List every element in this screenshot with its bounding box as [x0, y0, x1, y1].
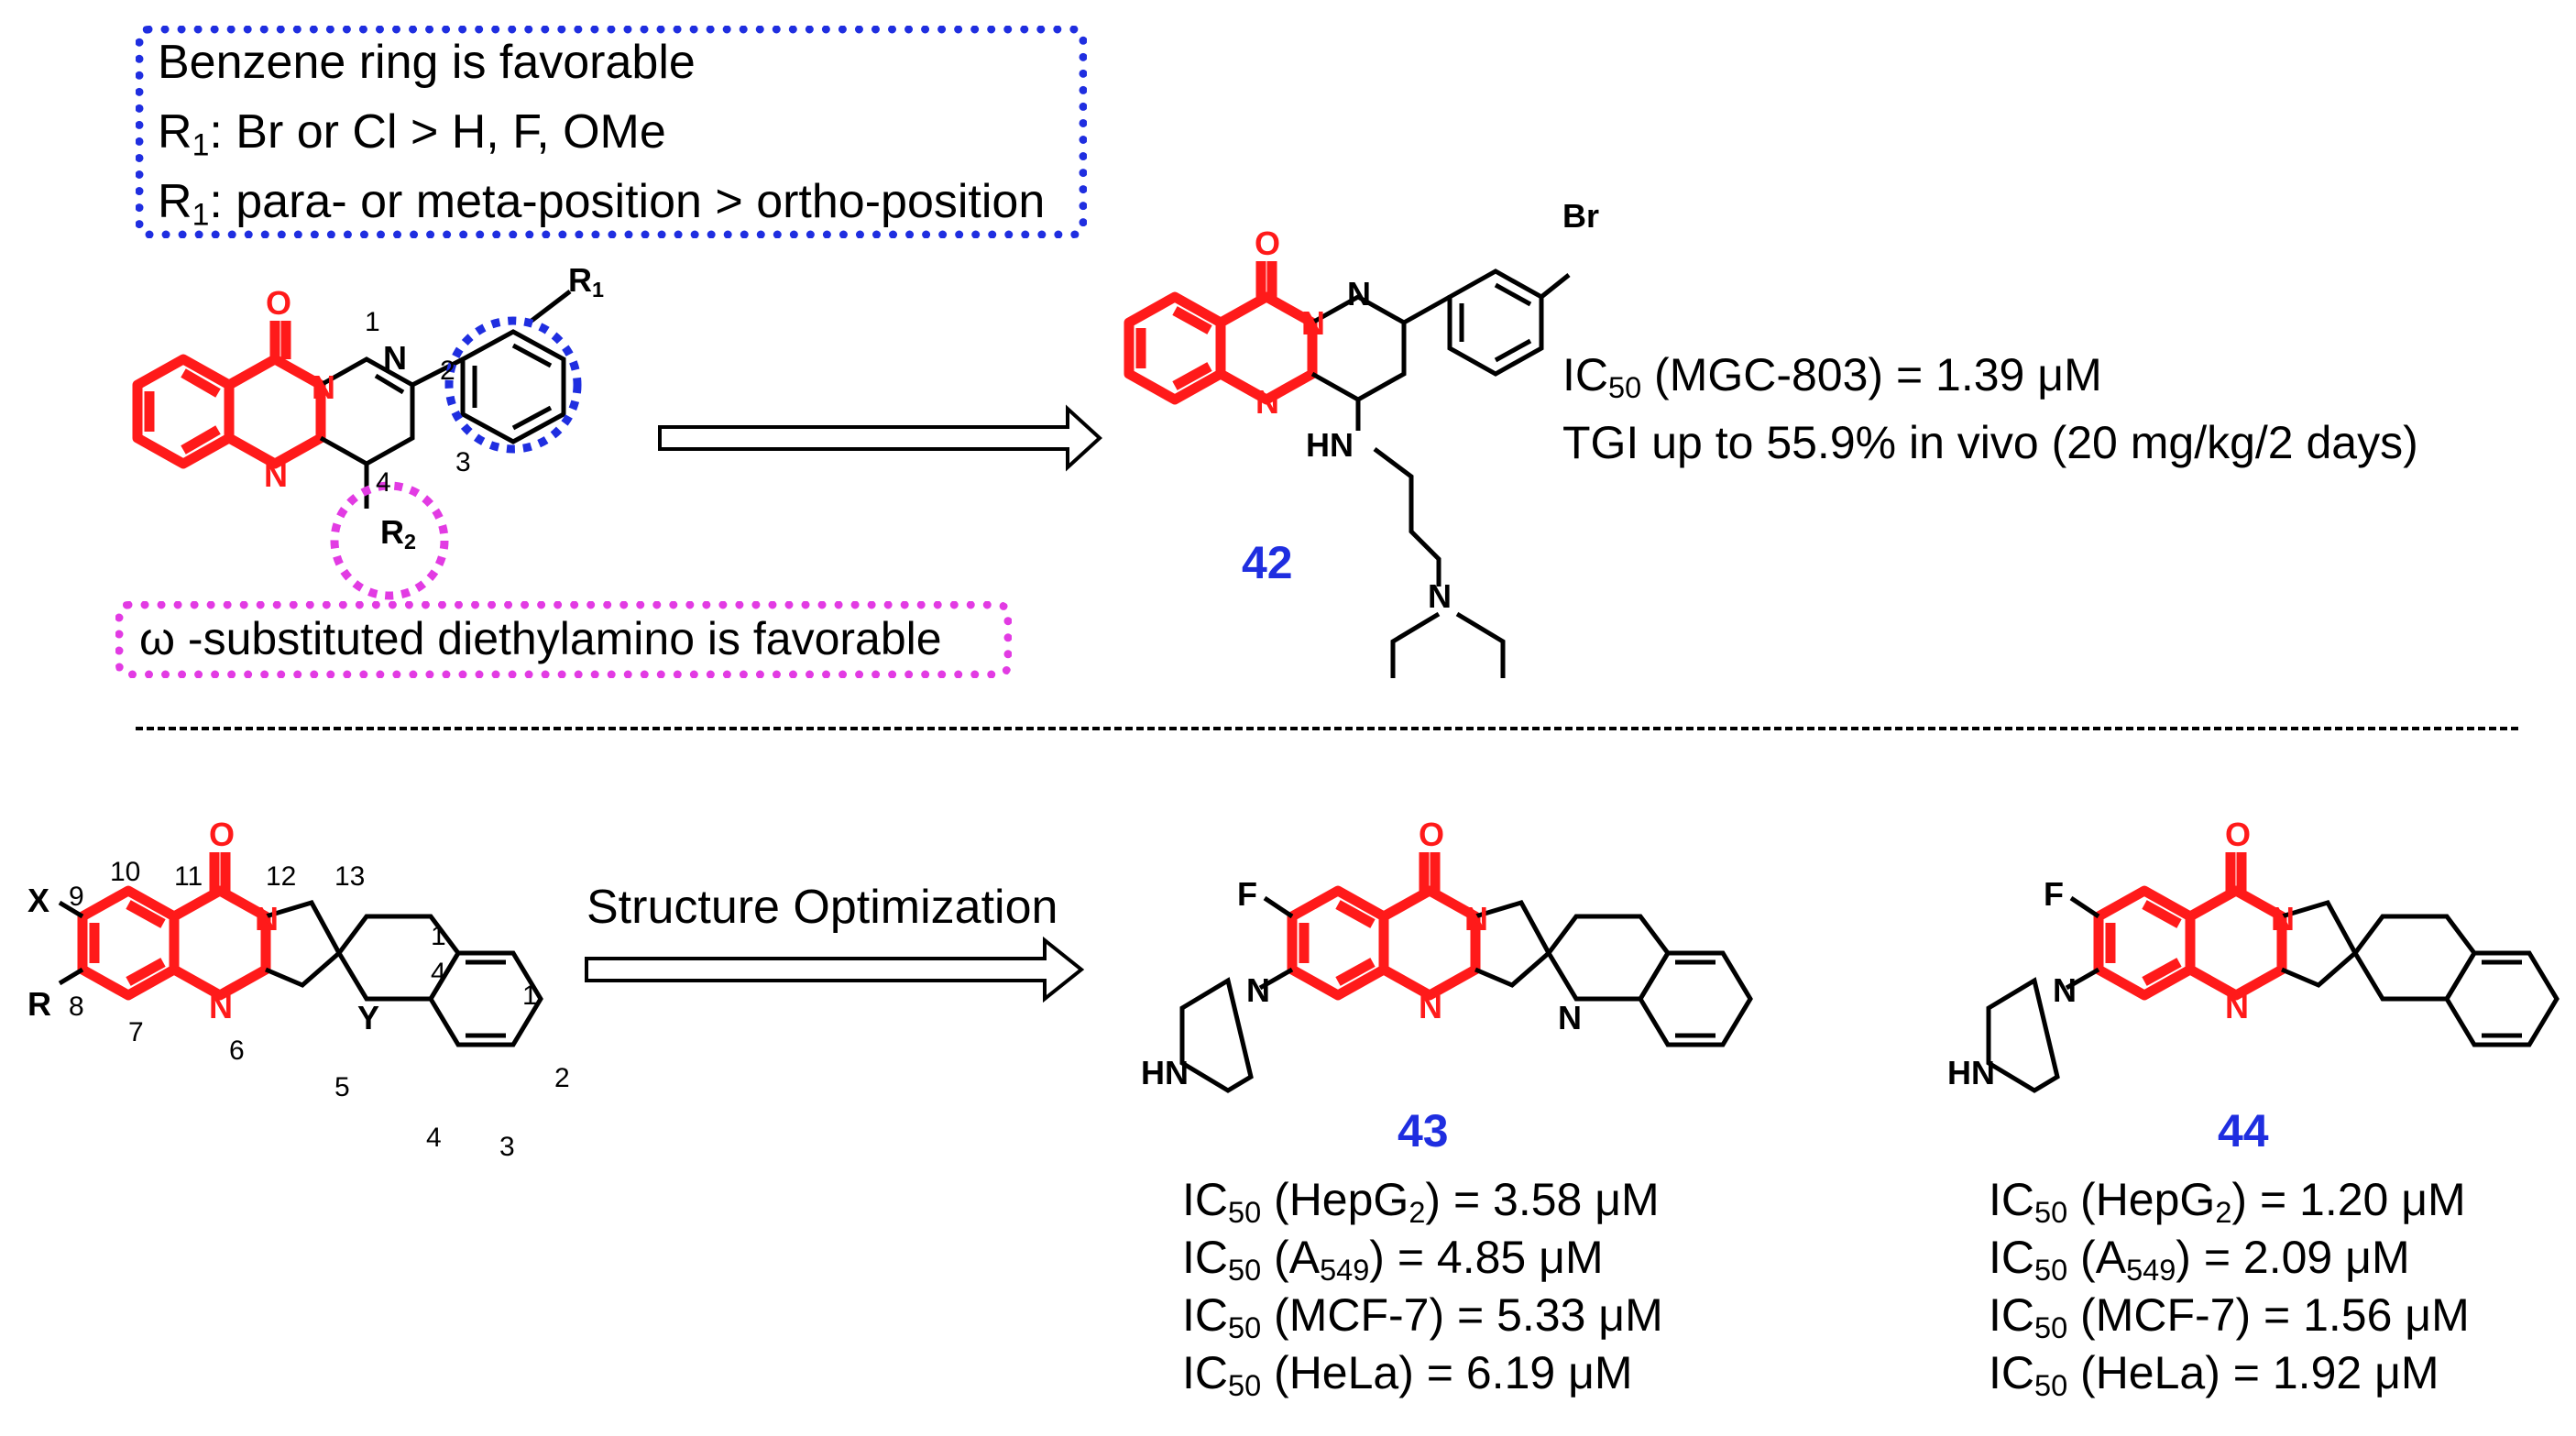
compound-43-label: 43	[1398, 1105, 1449, 1156]
scaffold-top-bridge-n: N	[312, 368, 335, 406]
sar-rule-r1-halogen: R1: Br or Cl > H, F, OMe	[158, 105, 666, 163]
scaffold-bottom-num-3: 3	[499, 1132, 515, 1162]
compound-44-piperazine-n: N	[2053, 971, 2077, 1009]
compound-42-amine-n: N	[1428, 577, 1452, 615]
compound-44-fluorine: F	[2044, 875, 2064, 913]
scaffold-bottom-num-7: 7	[128, 1017, 144, 1047]
scaffold-bottom-num-4a: 4	[431, 958, 446, 988]
compound-44-hn: HN	[1947, 1054, 1995, 1091]
scaffold-bottom-num-13: 13	[334, 861, 366, 892]
section-divider	[136, 727, 2518, 730]
scaffold-bottom-num-2: 2	[554, 1063, 570, 1093]
compound-42-hn: HN	[1306, 426, 1354, 464]
scaffold-bottom-num-9: 9	[69, 882, 84, 912]
compound-42-tgi: TGI up to 55.9% in vivo (20 mg/kg/2 days…	[1562, 417, 2418, 468]
r2-highlight-circle	[330, 481, 449, 600]
scaffold-top-r2: R2	[380, 513, 417, 554]
compound-44-ic50-hepg2: IC50 (HepG2) = 1.20 μM	[1989, 1174, 2466, 1230]
scaffold-bottom-num-5: 5	[334, 1072, 350, 1102]
compound-43-oxygen: O	[1419, 816, 1445, 853]
scaffold-bottom-oxygen: O	[209, 816, 236, 853]
scaffold-bottom-num-6: 6	[229, 1036, 245, 1066]
sar-rule-benzene: Benzene ring is favorable	[158, 36, 696, 89]
scaffold-bottom-x: X	[27, 882, 50, 919]
compound-42-label: 42	[1242, 537, 1293, 588]
compound-43-ring-n: N	[1419, 988, 1442, 1025]
scaffold-bottom-num-12: 12	[266, 861, 297, 892]
sar-rule-omega: ω -substituted diethylamino is favorable	[139, 613, 942, 664]
sar-note-box-magenta	[115, 601, 1012, 678]
compound-43-piperazine-n: N	[1246, 971, 1270, 1009]
compound-43-ic50-hepg2: IC50 (HepG2) = 3.58 μM	[1182, 1174, 1660, 1230]
structure-optimization-label: Structure Optimization	[586, 881, 1058, 934]
scaffold-top-n1: N	[383, 339, 407, 377]
compound-44-bridge-n: N	[2271, 900, 2295, 937]
compound-44-ic50-a549: IC50 (A549) = 2.09 μM	[1989, 1232, 2410, 1288]
scaffold-bottom-bridge-n: N	[255, 900, 279, 937]
compound-42-ring-n: N	[1255, 383, 1279, 421]
compound-42-oxygen: O	[1255, 225, 1281, 262]
scaffold-bottom-num-1b: 1	[522, 981, 538, 1011]
scaffold-bottom-num-8: 8	[69, 992, 84, 1022]
compound-44-label: 44	[2218, 1105, 2269, 1156]
compound-42-bromine: Br	[1562, 197, 1600, 235]
compound-42-pyridazine-n: N	[1347, 275, 1371, 312]
compound-44-ring-n: N	[2225, 988, 2249, 1025]
compound-43-ic50-hela: IC50 (HeLa) = 6.19 μM	[1182, 1347, 1633, 1403]
sar-note-box-blue	[136, 26, 1087, 238]
scaffold-top-num-1: 1	[365, 307, 380, 337]
scaffold-top-num-2: 2	[440, 356, 455, 386]
compound-43-hn: HN	[1141, 1054, 1189, 1091]
scaffold-top-r1: R1	[568, 261, 605, 301]
compound-44-oxygen: O	[2225, 816, 2252, 853]
scaffold-bottom-ring-n: N	[209, 988, 233, 1025]
sar-rule-r1-position: R1: para- or meta-position > ortho-posit…	[158, 175, 1046, 233]
compound-44-ic50-hela: IC50 (HeLa) = 1.92 μM	[1989, 1347, 2439, 1403]
scaffold-top-ring-n: N	[264, 456, 288, 494]
scaffold-top-red-core	[132, 321, 326, 469]
scaffold-bottom-num-10: 10	[110, 857, 141, 887]
compound-42-ic50: IC50 (MGC-803) = 1.39 μM	[1562, 349, 2102, 405]
compound-43-quinoline-n: N	[1558, 999, 1582, 1036]
scaffold-top-num-3: 3	[455, 447, 471, 477]
scaffold-top-oxygen: O	[266, 284, 292, 322]
scaffold-bottom-num-4b: 4	[426, 1123, 442, 1153]
scaffold-bottom-y: Y	[357, 999, 380, 1036]
compound-43-bridge-n: N	[1464, 900, 1488, 937]
compound-43-ic50-a549: IC50 (A549) = 4.85 μM	[1182, 1232, 1604, 1288]
compound-43-ic50-mcf7: IC50 (MCF-7) = 5.33 μM	[1182, 1289, 1663, 1345]
scaffold-bottom-num-11: 11	[174, 861, 203, 892]
compound-43-fluorine: F	[1237, 875, 1257, 913]
compound-44-ic50-mcf7: IC50 (MCF-7) = 1.56 μM	[1989, 1289, 2470, 1345]
scaffold-bottom-num-1a: 1	[431, 921, 446, 951]
compound-42-bridge-n: N	[1301, 304, 1325, 342]
scaffold-top-num-4: 4	[376, 467, 391, 498]
scaffold-bottom-r: R	[27, 985, 51, 1023]
scaffold-top-black-ring	[319, 290, 572, 509]
r1-highlight-circle	[444, 316, 582, 454]
